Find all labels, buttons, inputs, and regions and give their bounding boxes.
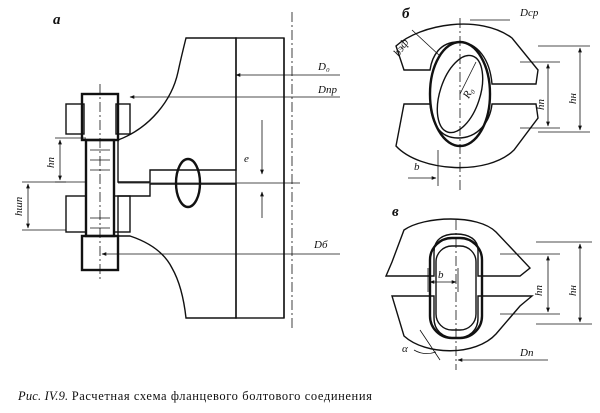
subfigure-v-letter: в [392, 204, 399, 220]
pipe-wall [235, 37, 285, 319]
label-dn: Dп [519, 347, 534, 359]
upper-flange [117, 37, 237, 183]
label-db: Dб [313, 239, 328, 251]
label-b-eff: bэф [391, 37, 411, 59]
label-b-v: b [438, 269, 444, 281]
caption-label: Рис. IV.9. [18, 389, 69, 403]
label-e: e [244, 153, 249, 165]
subfigure-b: б Dср bэф R₀ hп hн b [391, 6, 590, 190]
subfigure-v: в b hп hн α Dп [384, 204, 592, 370]
figure-caption: Рис. IV.9. Расчетная схема фланцевого бо… [18, 389, 588, 404]
label-r0: R₀ [460, 85, 476, 101]
groove-upper-b [395, 23, 539, 85]
label-hp-v: hп [533, 285, 545, 297]
label-hp-a: hп [45, 157, 57, 169]
label-hn-b: hн [567, 93, 579, 105]
groove-lower-v [391, 295, 534, 352]
label-alpha: α [402, 343, 408, 355]
caption-text: Расчетная схема фланцевого болтового сое… [71, 389, 373, 403]
label-dsr: Dср [519, 7, 539, 19]
subfigure-a-letter: a [53, 12, 61, 28]
label-hn-v: hн [567, 285, 579, 297]
label-b-b: b [414, 161, 420, 173]
label-dpr: Dпр [317, 84, 337, 96]
groove-lower-b [395, 103, 539, 169]
lower-flange [117, 183, 237, 319]
groove-upper-v [384, 218, 532, 277]
subfigure-b-letter: б [402, 6, 410, 22]
bolt [65, 84, 131, 280]
subfigure-a: a D₀ [13, 12, 340, 330]
label-hshp: hшп [13, 196, 25, 216]
label-d0: D₀ [317, 61, 330, 73]
label-hp-b: hп [535, 99, 547, 111]
